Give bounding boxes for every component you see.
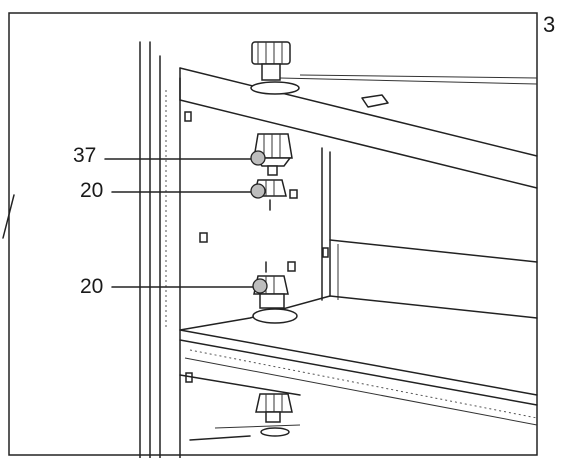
callout-label: 37 (73, 144, 96, 167)
edge-mark (2, 194, 15, 239)
callout-37: 37 (73, 144, 266, 167)
top-shelf (179, 67, 538, 189)
middle-shelf (179, 295, 538, 426)
bottom-leveling-foot (255, 393, 293, 437)
figure-frame (8, 12, 538, 456)
callout-label: 20 (80, 275, 103, 298)
callout-20-lower: 20 (80, 275, 268, 298)
top-leveling-foot (250, 41, 300, 95)
bottom-shelf (179, 374, 301, 441)
back-panel (321, 147, 538, 301)
callout-label: 20 (80, 179, 103, 202)
step-number: 3 (543, 12, 555, 37)
left-vertical-post (139, 41, 208, 458)
callout-20-upper: 20 (80, 179, 266, 202)
middle-leveling-foot (252, 293, 298, 324)
